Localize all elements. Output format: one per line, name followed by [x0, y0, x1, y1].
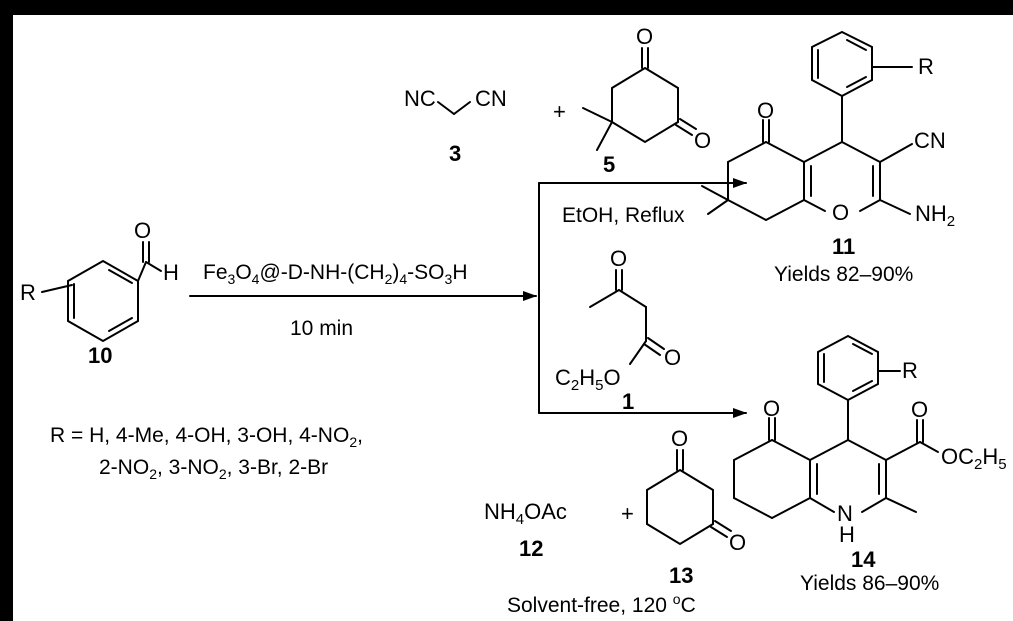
dimedone-structure: O O [582, 24, 711, 153]
product-14-ester-carbonyl-o-label: O [911, 397, 928, 422]
product-14-structure: R N H O O OC2H5 [733, 334, 1007, 547]
dimedone-o2-label: O [694, 128, 711, 153]
catalyst-label: Fe3O4@-D-NH-(CH2)4-SO3H [203, 261, 467, 287]
malononitrile-structure: NC CN [404, 86, 507, 115]
product-14-nh-h-label: H [839, 522, 855, 547]
product-14-n-label: N [837, 501, 853, 526]
malononitrile-compound-number: 3 [449, 141, 461, 166]
acetoacetate-o2-label: O [664, 345, 681, 370]
acetoacetate-ester-label: C2H5O [555, 365, 621, 394]
plus-sign-upper: + [553, 99, 566, 124]
upper-conditions-label: EtOH, Reflux [562, 204, 685, 227]
substituent-list-line2: 2-NO2, 3-NO2, 3-Br, 2-Br [99, 456, 328, 482]
product-11-yield: Yields 82–90% [774, 263, 913, 286]
aldehyde-structure: O H R [20, 218, 179, 343]
cyclohexanedione-o1-label: O [671, 426, 688, 451]
product-11-ketone-o-label: O [757, 98, 774, 123]
product-11-r-label: R [918, 54, 934, 79]
product-14-ketone-o-label: O [763, 396, 780, 421]
dimedone-compound-number: 5 [603, 152, 615, 177]
acetoacetate-compound-number: 1 [622, 389, 634, 414]
dimedone-o1-label: O [636, 24, 653, 49]
cyclohexanedione-structure: O O [646, 426, 746, 555]
product-14-yield: Yields 86–90% [800, 572, 939, 595]
substituent-list-line1: R = H, 4-Me, 4-OH, 3-OH, 4-NO2, [50, 424, 363, 450]
product-11-structure: R O O CN NH2 [701, 30, 955, 230]
product-14-compound-number: 14 [851, 547, 876, 572]
aldehyde-o-label: O [134, 218, 151, 243]
product-11-cn-label: CN [914, 128, 946, 153]
product-11-nh2-label: NH2 [915, 201, 955, 230]
lower-conditions-label: Solvent-free, 120 oC [507, 591, 696, 617]
ammonium-acetate-compound-number: 12 [519, 536, 543, 561]
cyclohexanedione-o2-label: O [729, 530, 746, 555]
ethyl-acetoacetate-structure: O O C2H5O [555, 246, 681, 394]
malononitrile-nc-label: NC [404, 86, 436, 111]
product-14-ester-label: OC2H5 [941, 444, 1007, 473]
aldehyde-h-label: H [163, 260, 179, 285]
acetoacetate-o1-label: O [610, 246, 627, 271]
aldehyde-r-label: R [20, 280, 36, 305]
aldehyde-compound-number: 10 [88, 343, 112, 368]
cyclohexanedione-compound-number: 13 [669, 563, 693, 588]
product-11-ring-o-label: O [832, 200, 849, 225]
plus-sign-lower: + [621, 501, 634, 526]
product-11-compound-number: 11 [832, 234, 855, 259]
reaction-time-label: 10 min [290, 317, 353, 340]
product-14-r-label: R [902, 358, 918, 383]
ammonium-acetate-label: NH4OAc [484, 499, 567, 528]
malononitrile-cn-label: CN [475, 86, 507, 111]
